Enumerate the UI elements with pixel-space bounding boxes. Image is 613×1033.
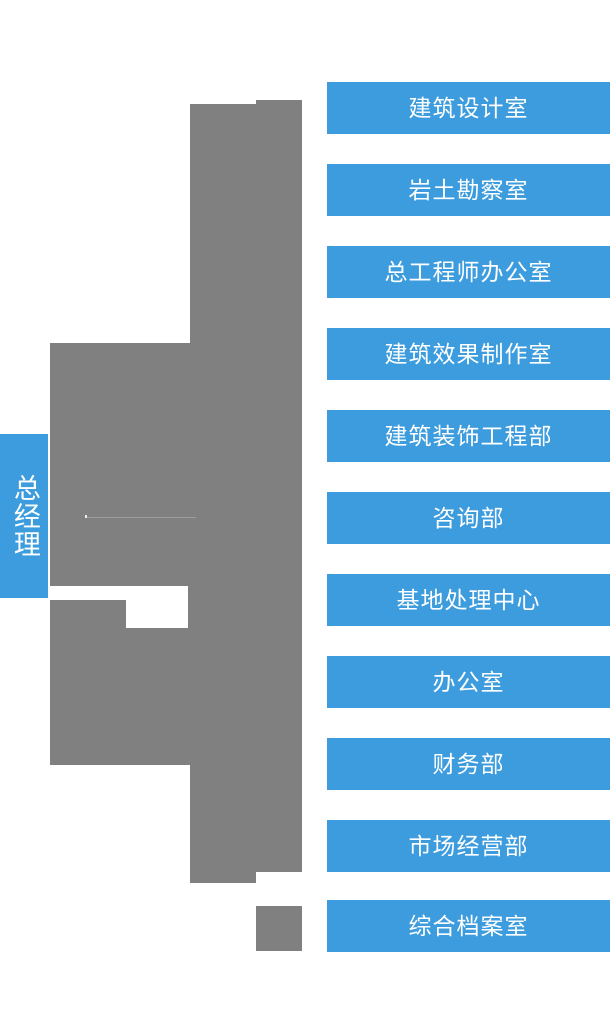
dept-node-label-3: 总工程师办公室 <box>384 258 553 285</box>
dept-node-2[interactable]: 岩土勘察室 <box>327 164 610 216</box>
dept-node-label-11: 综合档案室 <box>408 912 529 939</box>
dept-node-9[interactable]: 财务部 <box>327 738 610 790</box>
connector-notch-gap <box>110 590 130 594</box>
connector-top-cap <box>256 100 302 108</box>
connector-notch-left <box>48 586 126 600</box>
connector-lower-step <box>256 905 302 951</box>
dept-node-6[interactable]: 咨询部 <box>327 492 610 544</box>
connector-middle-body <box>50 343 302 765</box>
dept-node-3[interactable]: 总工程师办公室 <box>327 246 610 298</box>
connector-upper-spine <box>190 104 302 344</box>
dept-node-label-9: 财务部 <box>432 750 505 777</box>
dept-node-label-7: 基地处理中心 <box>396 586 541 613</box>
connector-hairline <box>86 517 196 518</box>
connector-hairline-dot <box>85 515 87 518</box>
dept-node-7[interactable]: 基地处理中心 <box>327 574 610 626</box>
dept-node-label-2: 岩土勘察室 <box>408 176 529 203</box>
dept-node-10[interactable]: 市场经营部 <box>327 820 610 872</box>
dept-node-11[interactable]: 综合档案室 <box>327 900 610 952</box>
dept-node-4[interactable]: 建筑效果制作室 <box>327 328 610 380</box>
dept-node-label-8: 办公室 <box>432 668 505 695</box>
connector-arrow-head <box>126 586 188 628</box>
connector-step-notch <box>256 872 302 906</box>
dept-node-8[interactable]: 办公室 <box>327 656 610 708</box>
dept-node-5[interactable]: 建筑装饰工程部 <box>327 410 610 462</box>
root-node-label: 总经理 <box>9 474 40 558</box>
dept-node-label-4: 建筑效果制作室 <box>384 340 553 367</box>
dept-node-label-6: 咨询部 <box>432 504 505 531</box>
dept-node-1[interactable]: 建筑设计室 <box>327 82 610 134</box>
dept-node-label-1: 建筑设计室 <box>408 94 529 121</box>
dept-node-label-10: 市场经营部 <box>408 832 529 859</box>
root-node-general-manager[interactable]: 总经理 <box>0 434 48 598</box>
dept-node-label-5: 建筑装饰工程部 <box>384 422 553 449</box>
connector-lower-spine <box>190 765 302 883</box>
